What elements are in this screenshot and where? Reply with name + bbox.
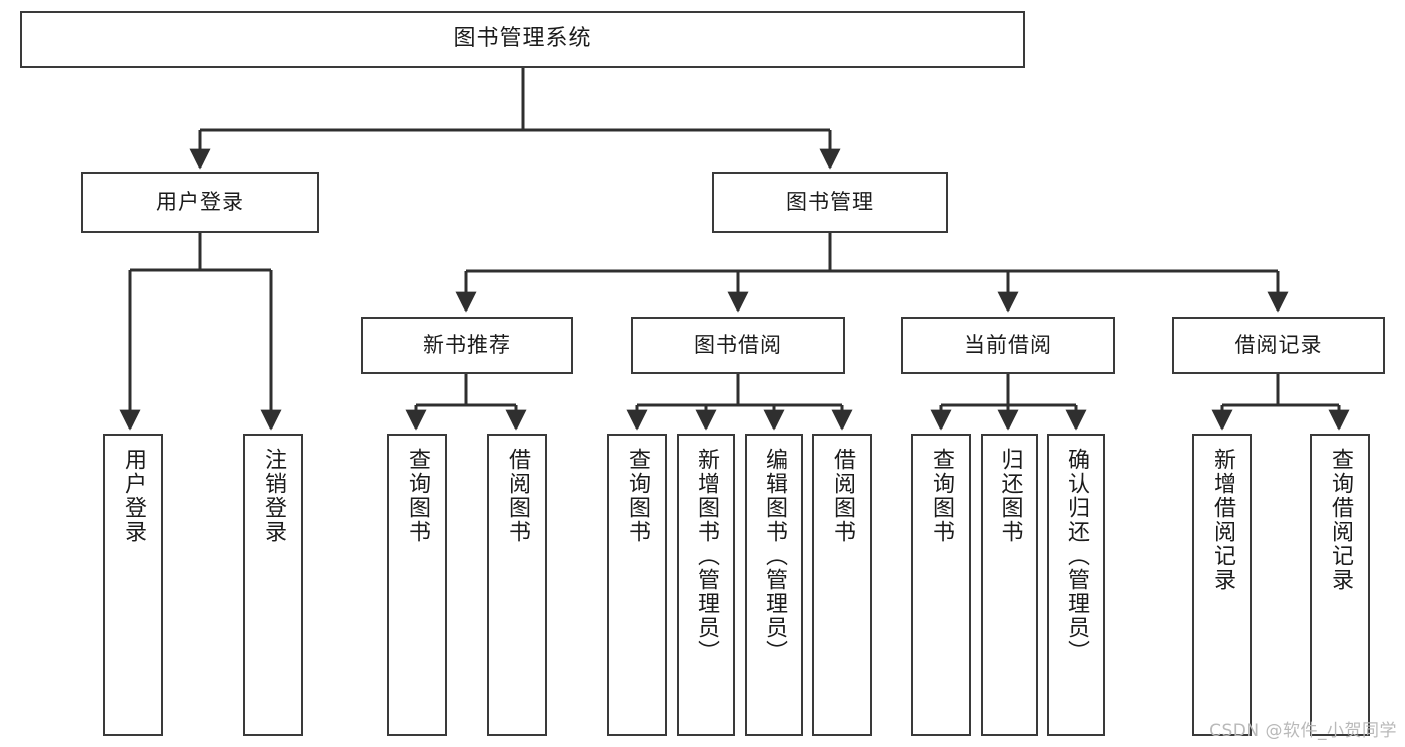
leaf-recommend-query-book[interactable]: 查询图书 xyxy=(387,434,447,736)
leaf-current-query-book[interactable]: 查询图书 xyxy=(911,434,971,736)
node-label: 注销登录 xyxy=(260,448,286,544)
node-book-borrow[interactable]: 图书借阅 xyxy=(631,317,845,374)
node-label: 编辑图书（管理员） xyxy=(761,448,787,664)
node-new-book-recommend[interactable]: 新书推荐 xyxy=(361,317,573,374)
node-label: 用户登录 xyxy=(156,189,244,214)
node-label: 图书管理系统 xyxy=(453,26,592,52)
node-current-borrow[interactable]: 当前借阅 xyxy=(901,317,1115,374)
node-label: 借阅图书 xyxy=(829,448,855,544)
leaf-record-query-record[interactable]: 查询借阅记录 xyxy=(1310,434,1370,736)
leaf-recommend-borrow-book[interactable]: 借阅图书 xyxy=(487,434,547,736)
csdn-watermark: CSDN @软件_小贺同学 xyxy=(1209,721,1397,741)
leaf-borrow-edit-book-admin[interactable]: 编辑图书（管理员） xyxy=(745,434,803,736)
leaf-user-login-signin[interactable]: 用户登录 xyxy=(103,434,163,736)
leaf-current-return-book[interactable]: 归还图书 xyxy=(981,434,1038,736)
node-borrow-record[interactable]: 借阅记录 xyxy=(1172,317,1385,374)
node-book-management[interactable]: 图书管理 xyxy=(712,172,948,233)
node-label: 图书管理 xyxy=(786,189,874,214)
leaf-borrow-query-book[interactable]: 查询图书 xyxy=(607,434,667,736)
node-label: 查询图书 xyxy=(624,448,650,544)
node-label: 借阅记录 xyxy=(1234,332,1323,357)
node-root-system[interactable]: 图书管理系统 xyxy=(20,11,1025,68)
node-label: 查询图书 xyxy=(928,448,954,544)
node-label: 归还图书 xyxy=(997,448,1023,544)
node-label: 图书借阅 xyxy=(694,332,782,357)
node-label: 查询图书 xyxy=(404,448,430,544)
node-label: 新书推荐 xyxy=(423,332,511,357)
node-user-login[interactable]: 用户登录 xyxy=(81,172,319,233)
node-label: 用户登录 xyxy=(120,448,146,544)
leaf-borrow-add-book-admin[interactable]: 新增图书（管理员） xyxy=(677,434,735,736)
leaf-record-add-record[interactable]: 新增借阅记录 xyxy=(1192,434,1252,736)
node-label: 确认归还（管理员） xyxy=(1063,448,1089,664)
node-label: 借阅图书 xyxy=(504,448,530,544)
node-label: 当前借阅 xyxy=(964,332,1052,357)
leaf-current-confirm-return-admin[interactable]: 确认归还（管理员） xyxy=(1047,434,1105,736)
leaf-user-login-signout[interactable]: 注销登录 xyxy=(243,434,303,736)
leaf-borrow-borrow-book[interactable]: 借阅图书 xyxy=(812,434,872,736)
node-label: 新增图书（管理员） xyxy=(693,448,719,664)
node-label: 新增借阅记录 xyxy=(1209,448,1235,592)
node-label: 查询借阅记录 xyxy=(1327,448,1353,592)
